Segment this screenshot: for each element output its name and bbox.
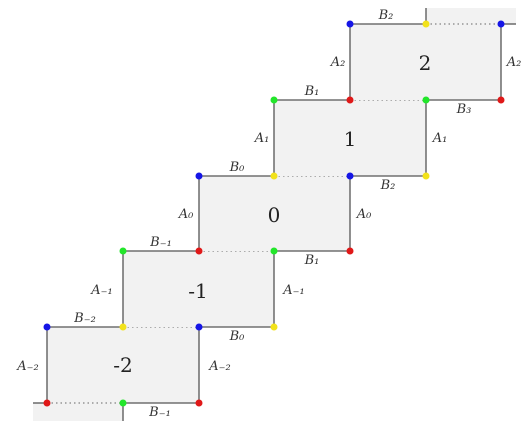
- panel-1-right-label: A₁: [432, 131, 448, 146]
- panel-1-bottom-label: B₂: [380, 178, 396, 193]
- vertex-dot: [497, 96, 505, 104]
- vertex-dot: [270, 96, 278, 104]
- vertex-dot: [422, 172, 430, 180]
- panel-2-bottom-label: B₃: [456, 102, 472, 117]
- panel-minus-1-top-label: B₋₁: [149, 235, 172, 250]
- panel-1: 1 A₁ A₁ B₁ B₂: [254, 84, 448, 193]
- vertex-dot: [346, 96, 354, 104]
- vertex-dot: [43, 399, 51, 407]
- panel-0-number: 0: [268, 203, 281, 227]
- panel-0-bottom-label: B₁: [304, 253, 320, 268]
- panel-0-top-label: B₀: [229, 160, 246, 175]
- panel-0: 0 A₀ A₀ B₀ B₁: [178, 160, 372, 268]
- panel-minus-2-left-label: A₋₂: [16, 359, 38, 374]
- vertex-dot: [422, 96, 430, 104]
- vertex-dot: [195, 247, 203, 255]
- panel-minus-1-number: -1: [188, 279, 207, 303]
- vertex-dot: [195, 172, 203, 180]
- panel-minus-1-bottom-label: B₀: [229, 329, 246, 344]
- panel-minus-2-fill: [47, 327, 199, 403]
- vertex-dot: [270, 172, 278, 180]
- panel-minus-2-number: -2: [113, 353, 132, 377]
- panel-2-fill: [350, 24, 501, 100]
- panel-2-top-label: B₂: [378, 8, 394, 23]
- panel-2-right-label: A₂: [506, 55, 522, 70]
- panel-2-tail: [426, 8, 516, 24]
- panel-0-fill: [199, 176, 350, 251]
- panel-1-top-label: B₁: [304, 84, 320, 99]
- vertex-dot: [497, 20, 505, 28]
- vertex-dot: [195, 323, 203, 331]
- panel-minus-1-left-label: A₋₁: [90, 283, 112, 298]
- panel-2-left-label: A₂: [330, 55, 346, 70]
- panel-minus-1: -1 A₋₁ A₋₁ B₋₁ B₀: [90, 235, 304, 344]
- panel-2: 2 A₂ A₂ B₂ B₃: [330, 8, 522, 117]
- vertex-dot: [346, 247, 354, 255]
- vertex-dot: [270, 247, 278, 255]
- vertex-dot: [195, 399, 203, 407]
- panel-1-fill: [274, 100, 426, 176]
- vertex-dot: [346, 172, 354, 180]
- panel-1-number: 1: [344, 127, 357, 151]
- panel-minus-2-bottom-label: B₋₁: [148, 405, 171, 420]
- vertex-dot: [119, 323, 127, 331]
- vertex-dot: [422, 20, 430, 28]
- vertex-dot: [119, 247, 127, 255]
- vertex-dot: [119, 399, 127, 407]
- panel-0-left-label: A₀: [178, 207, 194, 222]
- panel-minus-2-right-label: A₋₂: [208, 359, 230, 374]
- vertex-dot: [346, 20, 354, 28]
- vertex-dots: [43, 20, 505, 407]
- panel-0-right-label: A₀: [356, 207, 372, 222]
- panel-2-number: 2: [419, 51, 432, 75]
- vertex-dot: [270, 323, 278, 331]
- panel-minus-2-tail: [33, 403, 123, 421]
- panel-minus-1-fill: [123, 251, 274, 327]
- vertex-dot: [43, 323, 51, 331]
- panel-minus-1-right-label: A₋₁: [282, 283, 304, 298]
- panel-minus-2: -2 A₋₂ A₋₂ B₋₂ B₋₁: [16, 311, 231, 421]
- panel-minus-2-top-label: B₋₂: [73, 311, 96, 326]
- panel-1-left-label: A₁: [254, 131, 270, 146]
